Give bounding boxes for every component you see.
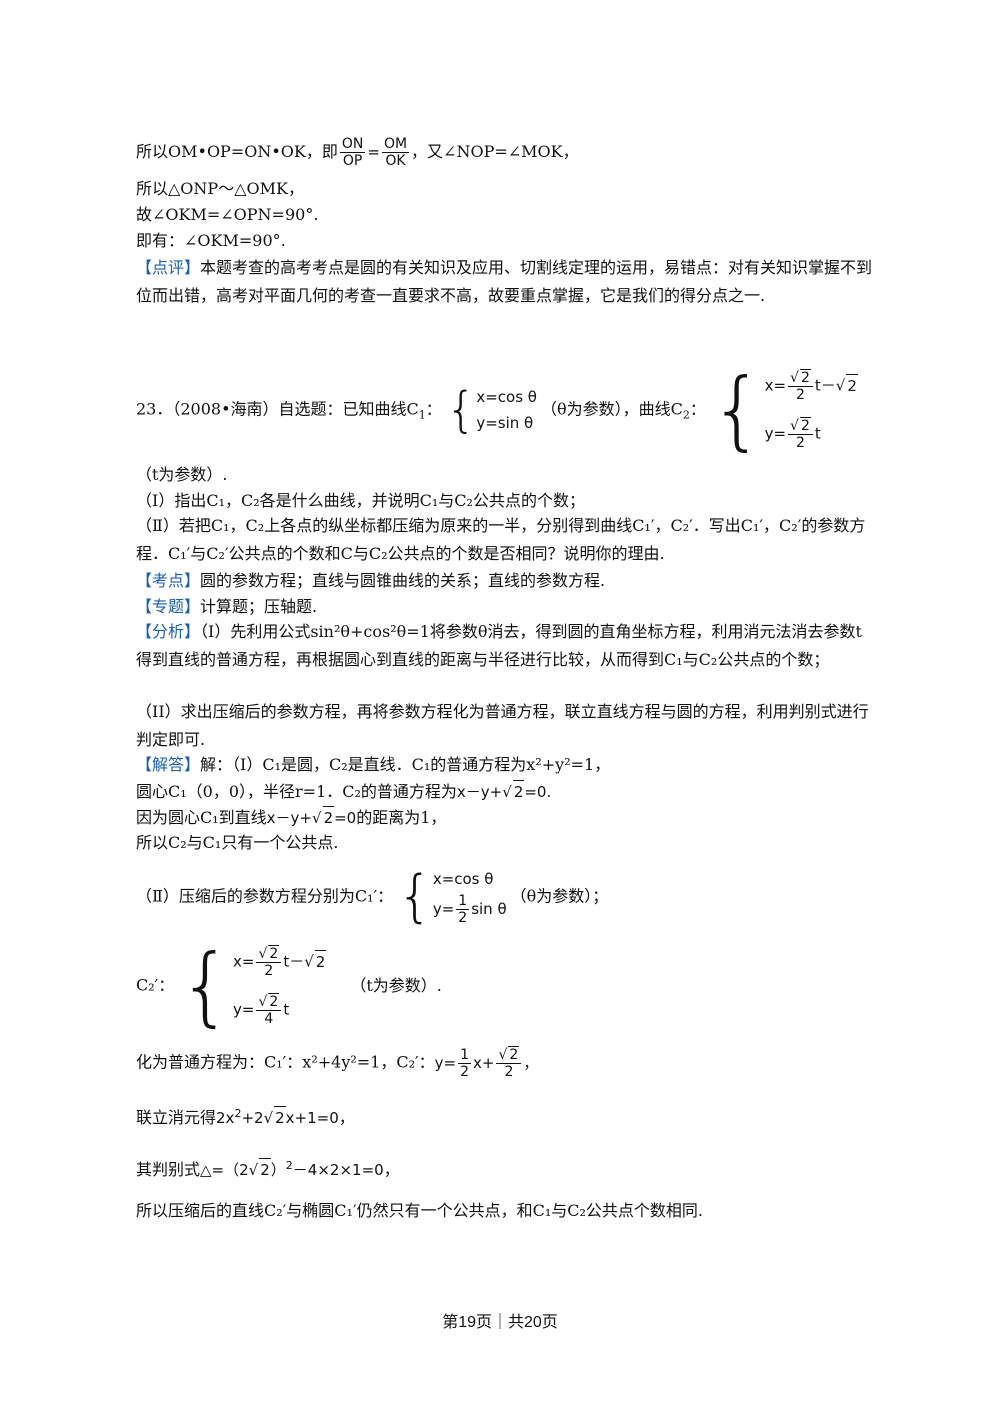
part-1: （Ⅰ）指出C₁，C₂各是什么曲线，并说明C₁与C₂公共点的个数； xyxy=(136,491,585,510)
zhuanti-tag: 【专题】 xyxy=(136,597,201,616)
final-conclusion: 所以压缩后的直线C₂′与椭圆C₁′仍然只有一个公共点，和C₁与C₂公共点个数相同… xyxy=(136,1201,703,1220)
review-paragraph: 【点评】本题考查的高考考点是圆的有关知识及应用、切割线定理的运用，易错点：对有关… xyxy=(136,258,873,305)
kaodian-tag: 【考点】 xyxy=(136,571,201,590)
jieda-tag: 【解答】 xyxy=(136,755,201,774)
review-tag: 【点评】 xyxy=(136,258,201,277)
jieda-line-1: 【解答】解：（Ⅰ）C₁是圆，C₂是直线．C₁的普通方程为x²+y²=1， xyxy=(136,755,611,774)
jieda-line-4: 所以C₂与C₁只有一个公共点. xyxy=(136,833,339,852)
fenxi-tag: 【分析】 xyxy=(136,622,201,641)
zhuanti-line: 【专题】计算题；压轴题. xyxy=(136,597,318,616)
line-conclusion: 即有：∠OKM=90°. xyxy=(136,231,286,250)
line-angle-okm: 故∠OKM=∠OPN=90°. xyxy=(136,205,319,224)
fenxi-paragraph-1: 【分析】（I）先利用公式sin²θ+cos²θ=1将参数θ消去，得到圆的直角坐标… xyxy=(136,622,862,669)
elimination-line: 联立消元得2x2+2√2x+1=0， xyxy=(136,1106,355,1127)
t-param-note: （t为参数）. xyxy=(136,465,228,484)
line-similar: 所以△ONP～△OMK， xyxy=(136,179,304,198)
jieda-line-3: 因为圆心C₁到直线x－y+√2=0的距离为1， xyxy=(136,806,447,827)
jieda-line-2: 圆心C₁（0，0），半径r=1．C₂的普通方程为x－y+√2=0. xyxy=(136,780,552,801)
part-2: （Ⅱ）若把C₁，C₂上各点的纵坐标都压缩为原来的一半，分别得到曲线C₁′，C₂′… xyxy=(136,516,866,563)
kaodian-line: 【考点】圆的参数方程；直线与圆锥曲线的关系；直线的参数方程. xyxy=(136,571,606,590)
fenxi-paragraph-2: （II）求出压缩后的参数方程，再将参数方程化为普通方程，联立直线方程与圆的方程，… xyxy=(136,702,869,749)
discriminant-line: 其判别式△=（2√2）2－4×2×1=0， xyxy=(136,1158,400,1179)
page-footer: 第19页｜共20页 xyxy=(442,1314,558,1331)
